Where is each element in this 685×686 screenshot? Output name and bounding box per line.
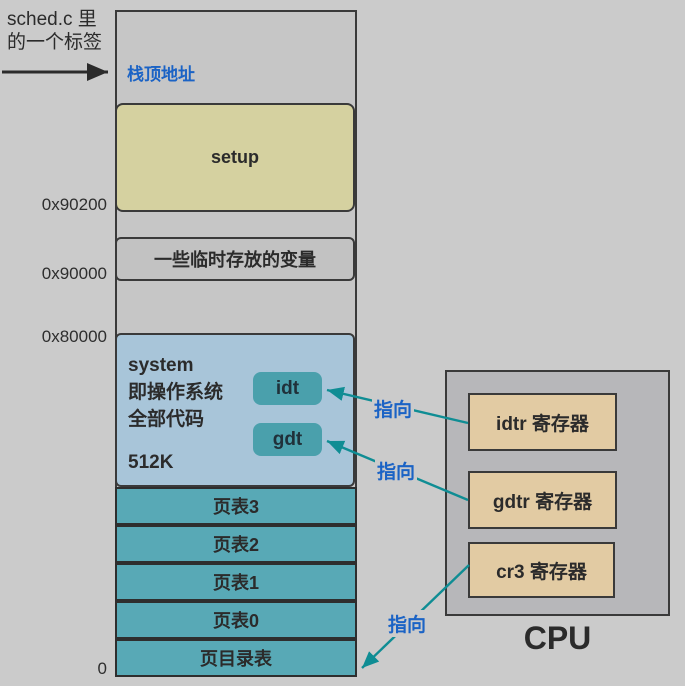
gdtr-register-box: gdtr 寄存器 <box>468 471 617 529</box>
pointer-label-gdt: 指向 <box>375 457 418 484</box>
system-desc-line2: 全部代码 <box>128 409 205 430</box>
stack-top-address-label: 栈顶地址 <box>127 65 195 84</box>
system-desc-line1: 即操作系统 <box>128 382 224 403</box>
pointer-label-idt: 指向 <box>372 395 415 422</box>
system-segment-text: system 即操作系统 全部代码 <box>128 352 223 433</box>
gdt-box: gdt <box>253 423 322 456</box>
system-name: system <box>128 355 194 376</box>
page-table-2-row: 页表2 <box>115 525 357 563</box>
page-table-1-row: 页表1 <box>115 563 357 601</box>
page-table-0-row: 页表0 <box>115 601 357 639</box>
page-directory-row: 页目录表 <box>115 639 357 677</box>
address-label-0: 0 <box>97 659 107 678</box>
page-table-3-row: 页表3 <box>115 487 357 525</box>
cr3-register-box: cr3 寄存器 <box>468 542 615 598</box>
temp-vars-segment: 一些临时存放的变量 <box>115 237 355 281</box>
idtr-register-box: idtr 寄存器 <box>468 393 617 451</box>
sched-annotation-line1: sched.c 里 <box>7 9 97 30</box>
system-size-label: 512K <box>128 452 174 473</box>
sched-annotation-line2: 的一个标签 <box>7 32 103 53</box>
address-label-0x90200: 0x90200 <box>41 195 107 214</box>
idt-box: idt <box>253 372 322 405</box>
sched-annotation: sched.c 里 的一个标签 <box>7 8 102 54</box>
address-label-0x90000: 0x90000 <box>41 264 107 283</box>
pointer-label-cr3: 指向 <box>386 610 429 637</box>
setup-segment: setup <box>115 103 355 212</box>
system-segment <box>115 333 355 487</box>
cpu-title: CPU <box>523 620 592 656</box>
address-label-0x80000: 0x80000 <box>41 327 107 346</box>
